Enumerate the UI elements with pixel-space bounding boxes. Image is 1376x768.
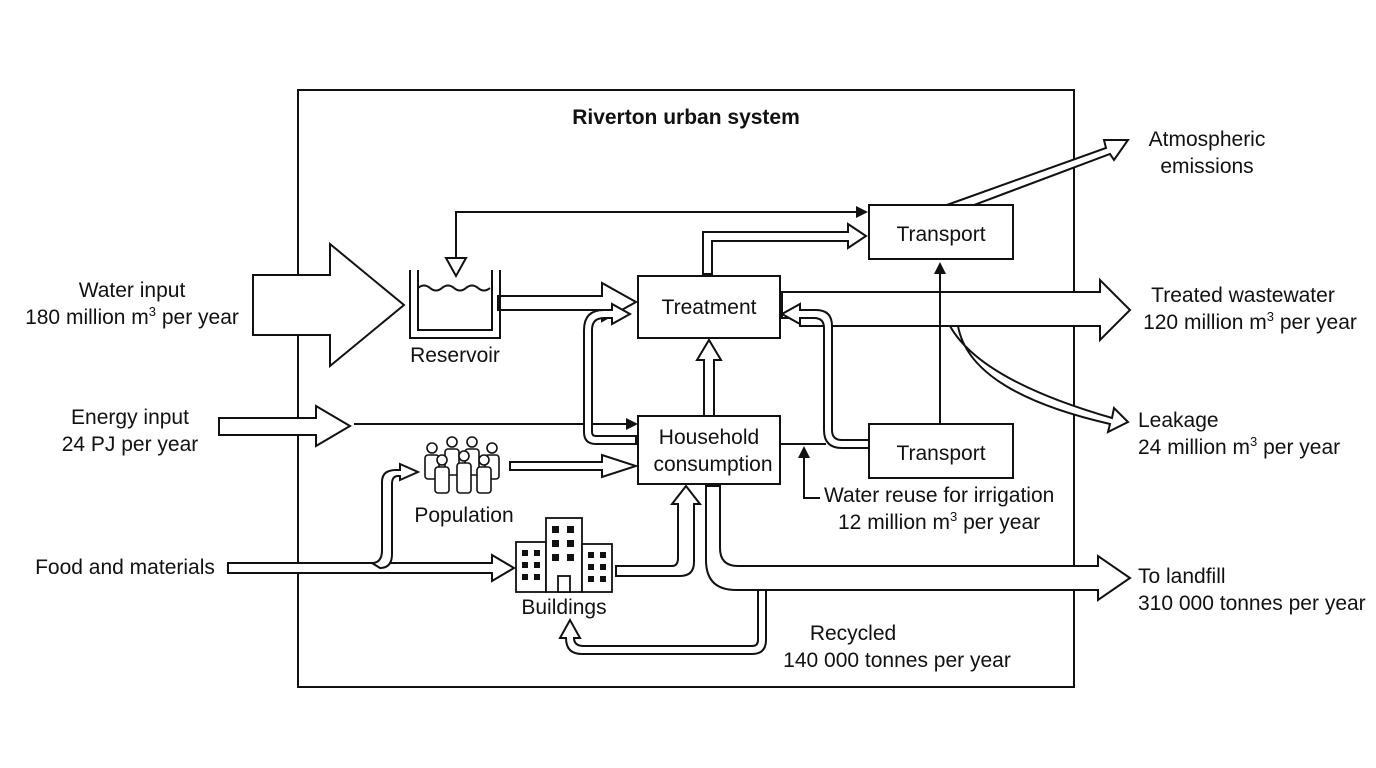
reuse-pointer: [803, 456, 820, 499]
food-materials-label: Food and materials: [35, 556, 215, 579]
household-label-line2: consumption: [653, 453, 772, 476]
food-materials-arrow: [227, 553, 516, 583]
treatment-box: [637, 275, 781, 339]
household-to-treatment-loop: [583, 302, 637, 445]
feedback-line: [455, 211, 858, 263]
recycled-arrow: [558, 589, 767, 655]
landfill-value: 310 000 tonnes per year: [1138, 592, 1366, 615]
energy-input-arrow: [218, 404, 352, 448]
treatment-label: Treatment: [662, 296, 757, 319]
recycled-label: Recycled: [810, 622, 896, 645]
reservoir-label: Reservoir: [410, 344, 500, 367]
system-boundary: [297, 89, 1075, 688]
transport-bottom-box: [868, 423, 1014, 479]
water-input-label: Water input: [79, 279, 186, 302]
reuse-pointer-head: [798, 446, 810, 458]
transport-top-label: Transport: [896, 223, 985, 246]
population-label: Population: [414, 504, 513, 527]
transport-to-treatment-loop: [779, 302, 871, 449]
household-box: [637, 415, 781, 485]
emissions-label-line2: emissions: [1160, 155, 1253, 178]
landfill-label: To landfill: [1138, 565, 1226, 588]
reuse-value: 12 million m3 per year: [838, 509, 1040, 534]
household-to-treatment-arrow: [695, 338, 723, 417]
transport-bottom-label: Transport: [896, 442, 985, 465]
transport-top-box: [868, 204, 1014, 260]
feedback-head-reservoir: [444, 257, 468, 279]
recycled-value: 140 000 tonnes per year: [783, 649, 1011, 672]
reuse-label: Water reuse for irrigation: [824, 484, 1054, 507]
emissions-label-line1: Atmospheric: [1149, 128, 1266, 151]
system-title: Riverton urban system: [572, 106, 800, 129]
treatment-to-transport-arrow: [702, 222, 868, 275]
wastewater-label: Treated wastewater: [1151, 284, 1335, 307]
population-icon: [424, 436, 500, 494]
leakage-value: 24 million m3 per year: [1138, 434, 1340, 459]
emissions-arrow: [942, 139, 1130, 216]
leakage-arrow: [948, 325, 1130, 434]
water-input-value: 180 million m3 per year: [25, 304, 239, 329]
wastewater-value: 120 million m3 per year: [1143, 309, 1357, 334]
energy-input-value: 24 PJ per year: [62, 433, 199, 456]
buildings-label: Buildings: [521, 596, 606, 619]
transport-link-head: [934, 262, 946, 274]
buildings-icon: [515, 517, 613, 593]
food-to-population-arrow: [368, 462, 421, 570]
water-input-arrow: [252, 241, 406, 369]
feedback-head-transport: [856, 206, 868, 218]
energy-line-head: [626, 418, 638, 430]
energy-input-label: Energy input: [71, 406, 189, 429]
population-to-household-arrow: [509, 453, 640, 479]
buildings-to-household-arrow: [615, 484, 703, 577]
leakage-label: Leakage: [1138, 409, 1219, 432]
landfill-arrow: [705, 485, 1132, 602]
household-label-line1: Household: [659, 426, 759, 449]
reservoir-icon: [409, 270, 501, 339]
